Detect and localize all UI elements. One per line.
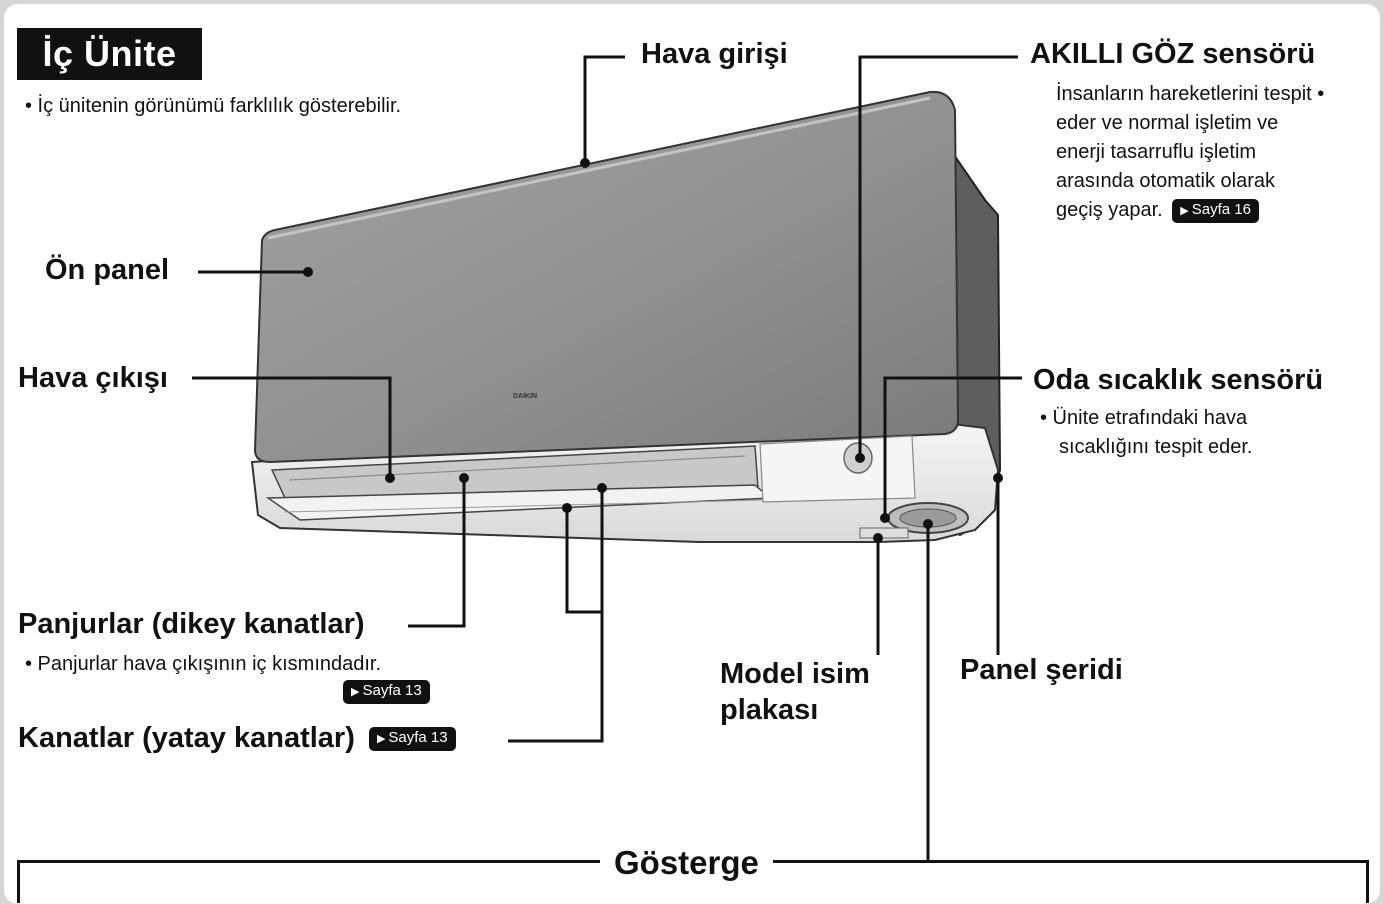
intelligent-eye-page-badge[interactable]: ▶Sayfa 16 [1172, 198, 1259, 223]
flaps-page-badge[interactable]: ▶Sayfa 13 [368, 727, 456, 752]
label-model-plate: Model isim plakası [720, 658, 870, 726]
display-area [759, 435, 916, 503]
play-icon: ▶ [351, 686, 360, 698]
label-front-panel: Ön panel [45, 254, 170, 286]
leader-flaps [508, 488, 604, 743]
label-air-inlet: Hava girişi [641, 38, 788, 70]
leader-air-inlet [583, 55, 625, 163]
louvers-page-badge[interactable]: ▶Sayfa 13 [343, 680, 430, 704]
indoor-unit-illustration: DAIKIN [192, 55, 1022, 862]
leader-louvers [408, 478, 466, 628]
play-icon: ▶ [376, 733, 386, 746]
label-panel-strip: Panel şeridi [960, 654, 1123, 686]
leader-air-outlet [192, 376, 392, 478]
label-display: Gösterge [600, 844, 773, 882]
leader-flaps-2 [565, 508, 602, 614]
room-temp-note: • Ünite etrafındaki hava sıcaklığını tes… [1040, 407, 1253, 458]
section-title: İç Ünite [17, 28, 202, 80]
model-plate [859, 527, 909, 539]
label-intelligent-eye: AKILLI GÖZ sensörü [1030, 38, 1316, 70]
louvers-note: • Panjurlar hava çıkışının iç kısmındadı… [25, 653, 382, 675]
leader-intelligent-eye [858, 55, 1018, 458]
leader-room-temp [883, 376, 1022, 518]
play-icon: ▶ [1180, 204, 1189, 217]
front-panel [253, 90, 960, 464]
label-air-outlet: Hava çıkışı [18, 362, 168, 394]
label-louvers: Panjurlar (dikey kanatlar) [18, 608, 365, 640]
intelligent-eye-note: İnsanların hareketlerini tespit • eder v… [1056, 83, 1325, 223]
label-room-temp-sensor: Oda sıcaklık sensörü [1033, 364, 1324, 396]
brand-logo: DAIKIN [513, 393, 537, 400]
label-flaps: Kanatlar (yatay kanatlar) ▶Sayfa 13 [18, 722, 456, 755]
section-note: • İç ünitenin görünümü farklılık göstere… [25, 95, 402, 117]
